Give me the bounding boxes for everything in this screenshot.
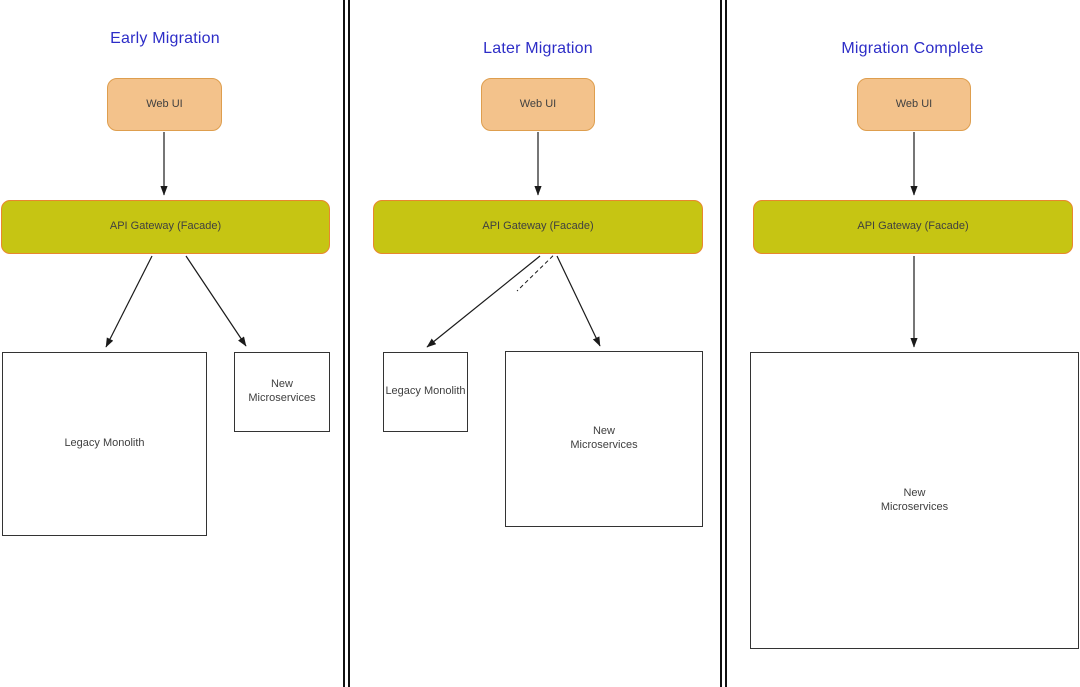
node-label: API Gateway (Facade) [857,220,969,233]
node-api-gateway-later: API Gateway (Facade) [373,200,703,254]
panel-title-early-migration: Early Migration [110,30,220,47]
arrow-gateway-to-legacy-later [426,255,541,348]
node-label: API Gateway (Facade) [482,220,594,233]
node-label: API Gateway (Facade) [109,220,222,233]
node-webui-later: Web UI [481,78,595,131]
node-label: Web UI [895,97,933,110]
node-new-microservices-complete: New Microservices [750,352,1079,649]
node-new-microservices-later: New Microservices [505,351,703,527]
node-new-microservices-early: New Microservices [234,352,330,432]
node-label: New Microservices [880,486,949,513]
arrow-gateway-to-microservices-early [185,255,247,347]
node-webui-early: Web UI [107,78,222,131]
node-api-gateway-early: API Gateway (Facade) [1,200,330,254]
node-label: Legacy Monolith [385,385,466,398]
panel-divider-2 [720,0,727,687]
panel-title-migration-complete: Migration Complete [841,40,984,57]
panel-title-later-migration: Later Migration [483,40,593,57]
node-legacy-monolith-early: Legacy Monolith [2,352,207,536]
node-label: Web UI [146,97,183,110]
node-legacy-monolith-later: Legacy Monolith [383,352,468,432]
node-api-gateway-complete: API Gateway (Facade) [753,200,1073,254]
panel-divider-1 [343,0,350,687]
node-label: Legacy Monolith [64,437,145,450]
node-label: Web UI [519,97,557,110]
arrow-gateway-to-legacy-early [105,255,153,348]
node-label: New Microservices [248,378,316,404]
node-webui-complete: Web UI [857,78,971,131]
node-label: New Microservices [570,425,638,451]
arrow-gateway-to-microservices-later [556,255,601,347]
